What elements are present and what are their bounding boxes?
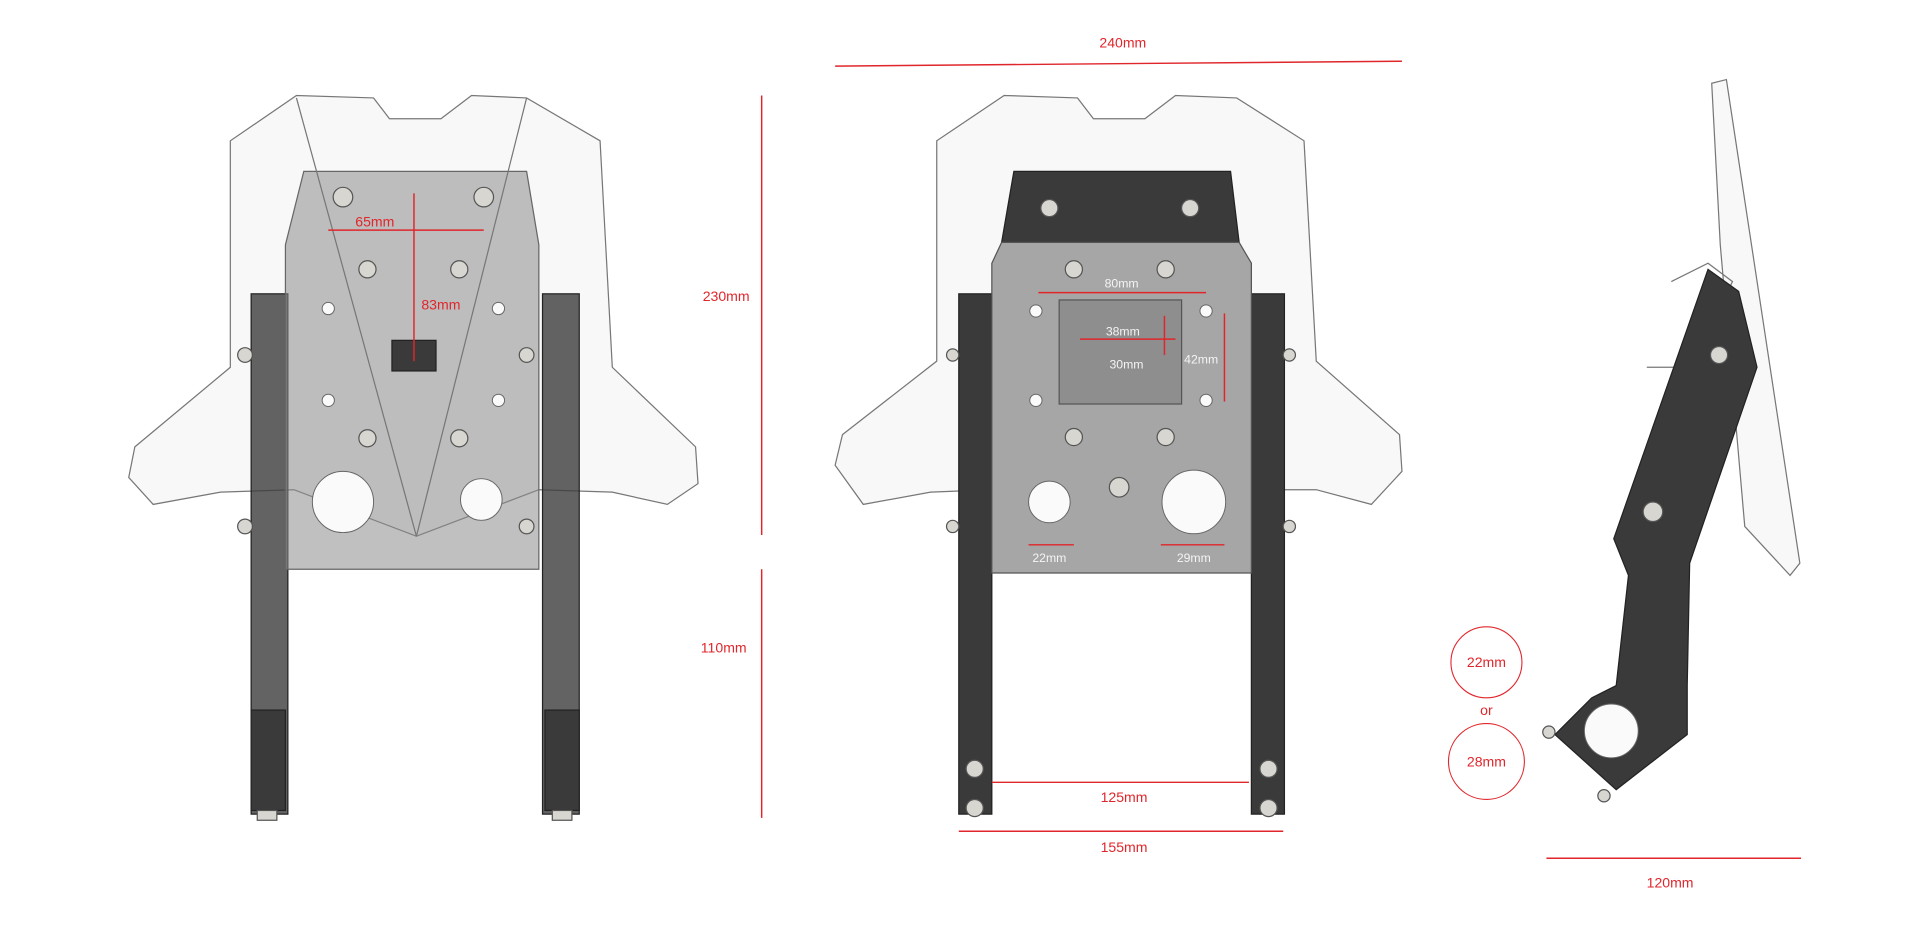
- clamp-28mm-circle: [1447, 722, 1525, 801]
- dimension-22mm: 22mm: [1032, 551, 1066, 565]
- dimension-80mm: 80mm: [1105, 277, 1139, 291]
- front-view: 65mm 83mm 230mm 110mm: [128, 94, 763, 821]
- dimension-230mm: 230mm: [703, 288, 750, 304]
- dimension-155mm: 155mm: [1101, 839, 1148, 855]
- clamp-22mm-label: 22mm: [1467, 654, 1506, 670]
- rear-view: 240mm 80mm 38mm 30mm 42mm 22mm 29mm 125m…: [834, 35, 1403, 855]
- windshield-side: [1711, 78, 1801, 577]
- clamp-22mm-circle: [1450, 626, 1523, 699]
- dimension-29mm: 29mm: [1177, 551, 1211, 565]
- or-label: or: [1480, 702, 1493, 718]
- dimension-83mm: 83mm: [421, 297, 460, 313]
- dimension-110mm: 110mm: [701, 640, 747, 656]
- dimension-38mm: 38mm: [1106, 324, 1140, 338]
- right-bracket: [1250, 293, 1286, 815]
- left-bracket: [958, 293, 993, 815]
- dimension-42mm: 42mm: [1184, 353, 1218, 367]
- dimension-65mm: 65mm: [355, 213, 394, 229]
- dimension-30mm: 30mm: [1110, 358, 1144, 372]
- clamp-28mm-label: 28mm: [1467, 753, 1506, 769]
- dimension-120mm: 120mm: [1647, 875, 1694, 891]
- dimension-240mm: 240mm: [1099, 35, 1146, 51]
- side-view: 22mm or 28mm 120mm: [1447, 78, 1802, 891]
- dimension-125mm: 125mm: [1101, 789, 1148, 805]
- side-bracket: [1554, 268, 1758, 791]
